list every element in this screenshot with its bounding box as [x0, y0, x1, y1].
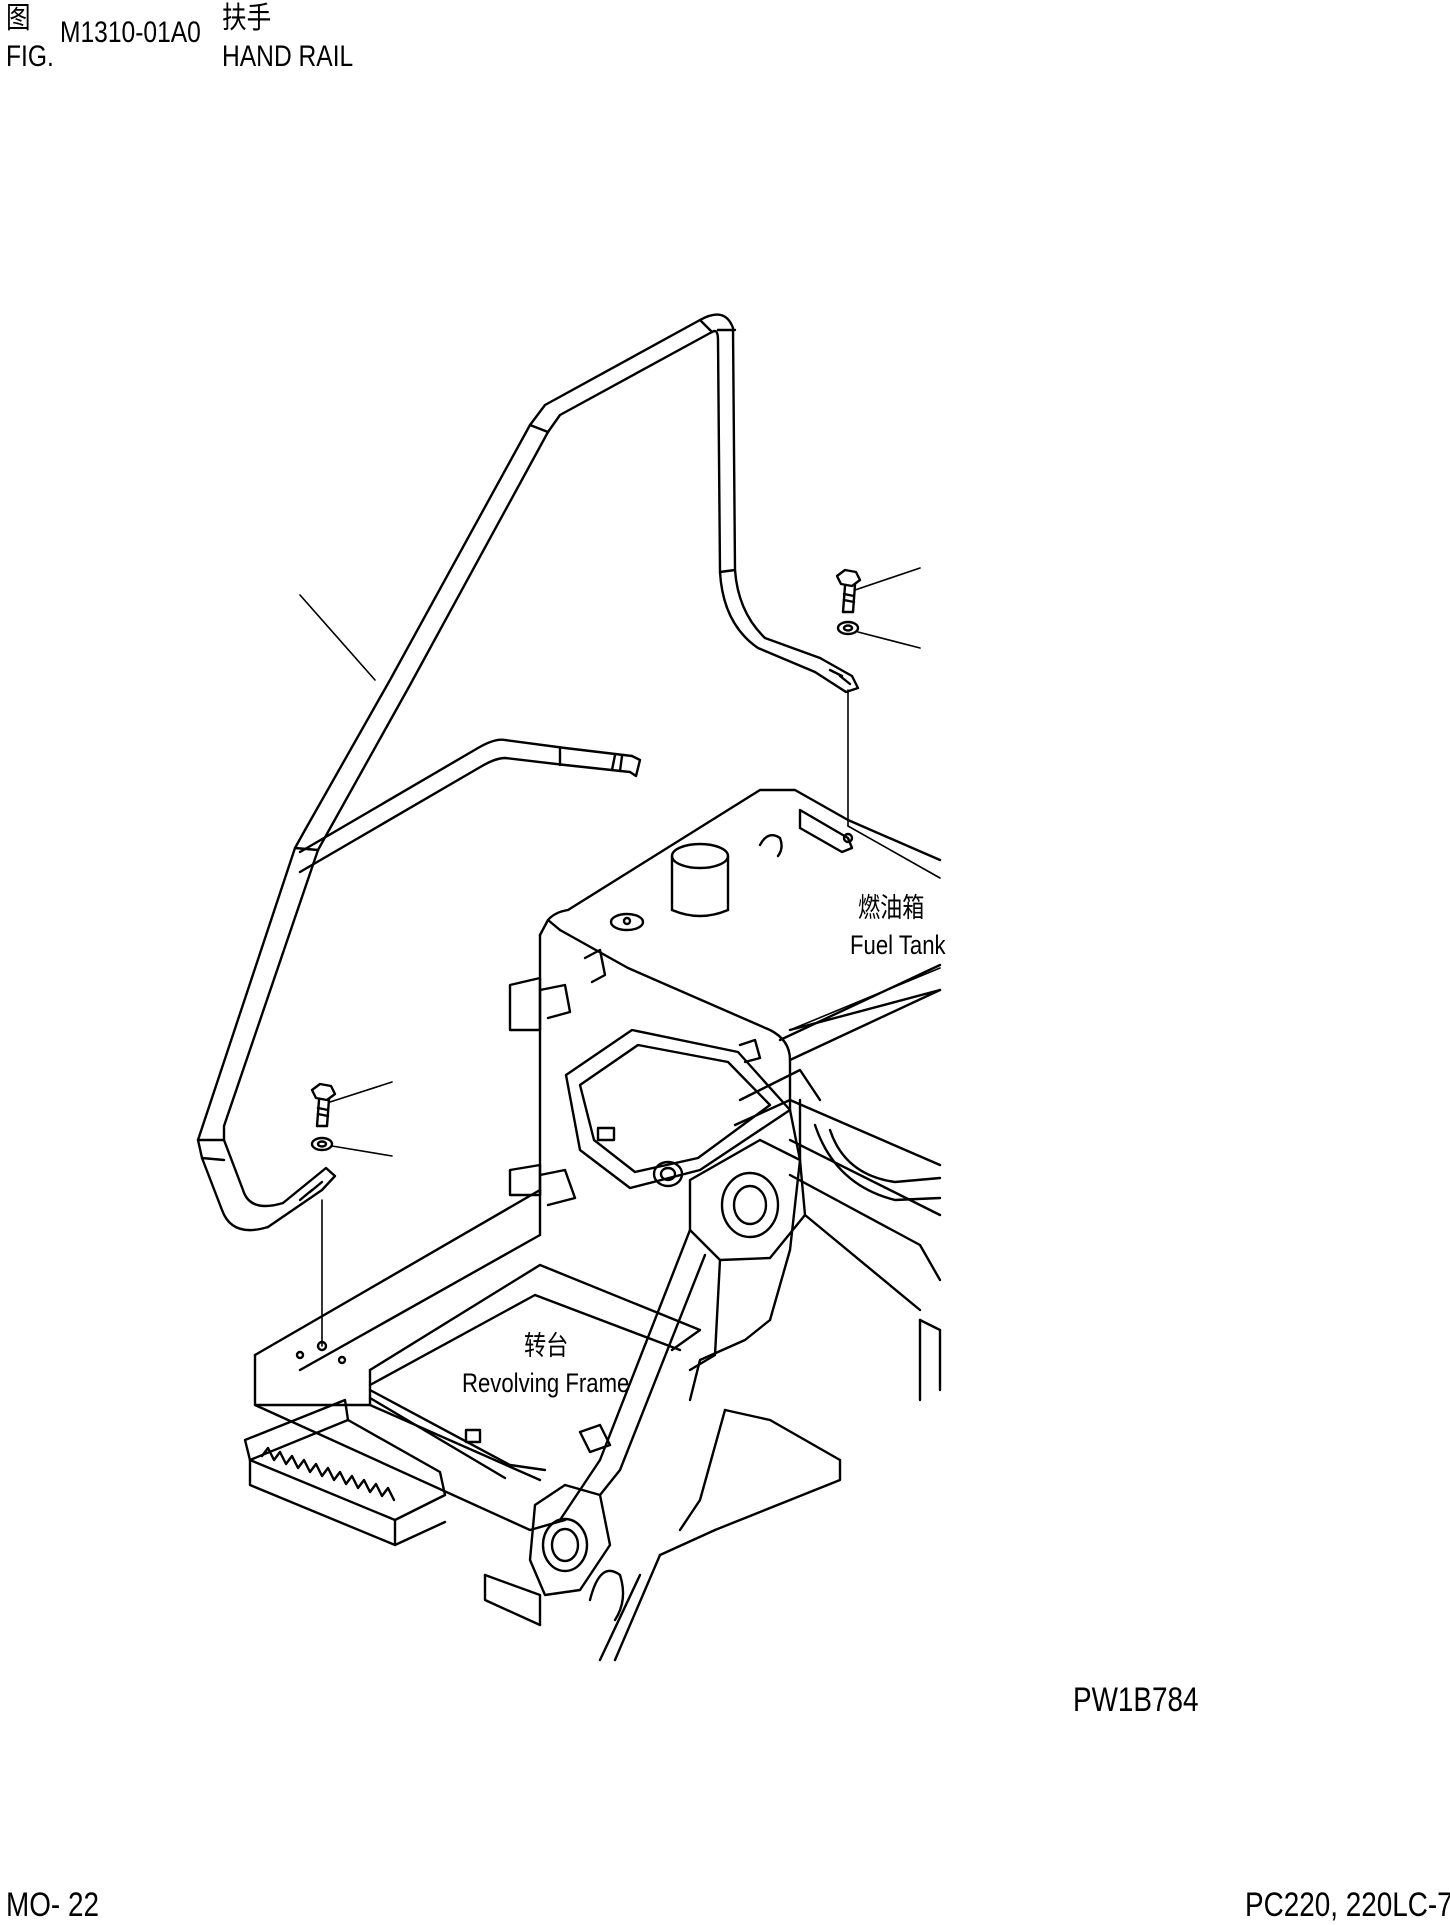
page-number: MO- 22 — [6, 1886, 99, 1924]
illustration-code: PW1B784 — [1073, 1681, 1199, 1719]
revolving-frame — [243, 1068, 942, 1662]
fig-label-en: FIG. — [6, 40, 54, 73]
leader-line-lower-bolt — [329, 1081, 393, 1103]
rail-cross-brace — [298, 738, 642, 874]
model-number: PC220, 220LC-7 — [1245, 1886, 1450, 1924]
leader-line-upper-bolt — [854, 567, 921, 591]
upper-washer — [836, 620, 860, 636]
fuel-tank-label-cn: 燃油箱 — [858, 893, 925, 923]
revolving-frame-label-cn: 转台 — [524, 1331, 569, 1361]
lower-washer — [310, 1136, 334, 1152]
tank-edge-right — [789, 967, 941, 1031]
lower-bolt — [310, 1082, 337, 1128]
leader-line-hand-rail — [299, 594, 376, 681]
fig-label-cn: 图 — [6, 2, 31, 35]
title-en: HAND RAIL — [222, 40, 354, 73]
fuel-tank-label-en: Fuel Tank — [850, 930, 946, 960]
leader-line-fuel-tank — [847, 825, 941, 879]
fuel-tank — [508, 788, 942, 1207]
fig-number: M1310-01A0 — [60, 16, 201, 49]
leader-line-lower-washer — [331, 1145, 393, 1157]
title-cn: 扶手 — [222, 2, 272, 35]
upper-bolt — [835, 568, 862, 614]
leader-line-upper-washer — [857, 631, 921, 649]
revolving-frame-label-en: Revolving Frame — [462, 1368, 630, 1398]
hand-rail-tube — [196, 313, 860, 1232]
